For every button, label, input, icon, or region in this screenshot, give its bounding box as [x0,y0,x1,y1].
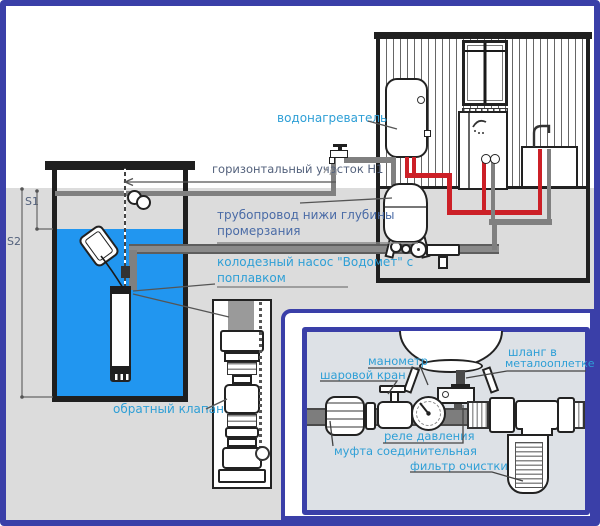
label-horizontal-section: горизонтальный участок Н1 [212,162,384,176]
inset-tee-body [515,400,559,430]
inset-tee-thread-right [573,401,585,429]
inset-switch-knob [442,391,449,398]
pipe-pump-riser [129,250,137,290]
pipe-hot-heater-down-1 [405,157,409,175]
water-heater [385,78,428,158]
window [462,40,508,106]
inset-tee-thread-left [467,401,489,429]
shower-tap-cold [490,154,500,164]
cv-thread-upper [227,362,257,375]
pipe-hot-horizontal-upper [405,173,452,178]
pipe-hot-heater-down-2 [412,157,416,175]
pipe-below-freezing-main [129,244,499,254]
pipe-horizontal-section-h1 [55,191,336,196]
label-check-valve: обратный клапан [113,402,224,416]
well-wall-left [52,163,57,400]
inset-filter-cartridge [515,442,543,488]
house-foundation-line [376,278,590,283]
cv-collar [224,352,260,362]
inset-pressure-gauge [411,396,446,431]
label-hose-line2: металооплетке [505,357,595,370]
label-ball-valve: шаровой кран [320,368,406,382]
shower-door-line [468,113,470,188]
label-well-pump-line1: колодезный насос "Водомет" с [217,255,414,269]
cv-collar-3 [227,438,257,447]
pipe-cold-distribution [489,219,552,225]
pipe-cold-station-riser [492,219,497,250]
well-cap [45,161,195,170]
cable-pulley-2 [136,195,151,210]
inset-tee-union-left [489,397,515,433]
inset-switch-stub [454,404,462,410]
window-divider [483,43,487,103]
check-valve-body [224,384,260,414]
outdoor-faucet-spout [329,157,335,164]
pipe-hot-shower-riser [482,161,486,214]
well-wall-right [183,163,188,400]
expansion-tank [383,183,428,243]
cv-pump-base [218,469,266,483]
pump-intake-teeth [112,374,129,381]
pipe-hot-sink-riser [538,149,542,214]
label-hose-line1: шланг в [508,345,557,359]
water-heater-valve-knob [417,96,425,104]
station-tee-stub [438,256,448,269]
label-manometer: манометр [368,354,429,368]
inset-tank-base-ring [419,359,483,373]
label-pipeline-below-freezing-line1: трубопровод нижи глубины [217,208,395,222]
house-wall-right [586,34,590,282]
cv-safety-rope [259,301,262,461]
cv-hex-nut [220,330,264,352]
pipe-faucet-to-house [344,157,396,163]
label-well-pump-line2: поплавком [217,271,286,285]
inset-valve-lever [379,385,406,393]
pipe-house-inlet-down [391,157,396,185]
expansion-tank-seam [385,206,426,208]
label-water-heater: водонагреватель [277,111,388,125]
inset-braided-hose [456,370,465,387]
well-bottom [52,396,188,402]
water-heater-stub [424,130,431,137]
label-s1: S1 [25,195,39,208]
pump-cable-chain [124,168,126,288]
pipe-cold-shower-riser [491,161,495,223]
cv-pipe-top [228,301,254,331]
house-roof-line [374,32,592,39]
label-s2: S2 [7,235,21,248]
outdoor-faucet-body [330,150,348,158]
outdoor-faucet-handle [333,144,347,147]
pump-top-cap [110,286,131,294]
cv-stub [232,375,252,384]
inset-ball-valve-body [377,401,413,429]
label-coupling: муфта соединительная [334,444,477,458]
station-gauge-dot [417,248,420,251]
pipe-hot-drop [447,173,452,215]
cable-connector [121,266,130,278]
pump-bottom-band [110,366,131,374]
cv-thread-lower [227,414,257,427]
inset-spacer-ring [365,402,376,430]
cv-collar-2 [225,427,259,438]
label-filter: фильтр очистки [410,459,508,473]
label-pipeline-below-freezing-line2: промерзания [217,224,301,238]
inset-hose-flange [451,384,470,388]
inset-coupling [325,396,365,436]
cv-rope-ring [255,446,270,461]
outdoor-faucet-stem [338,147,342,151]
pipe-cold-sink-riser [547,149,551,224]
label-pressure-relay: реле давления [384,429,475,443]
station-tee-horizontal [426,244,460,256]
gauge-tick-ring [416,401,441,426]
